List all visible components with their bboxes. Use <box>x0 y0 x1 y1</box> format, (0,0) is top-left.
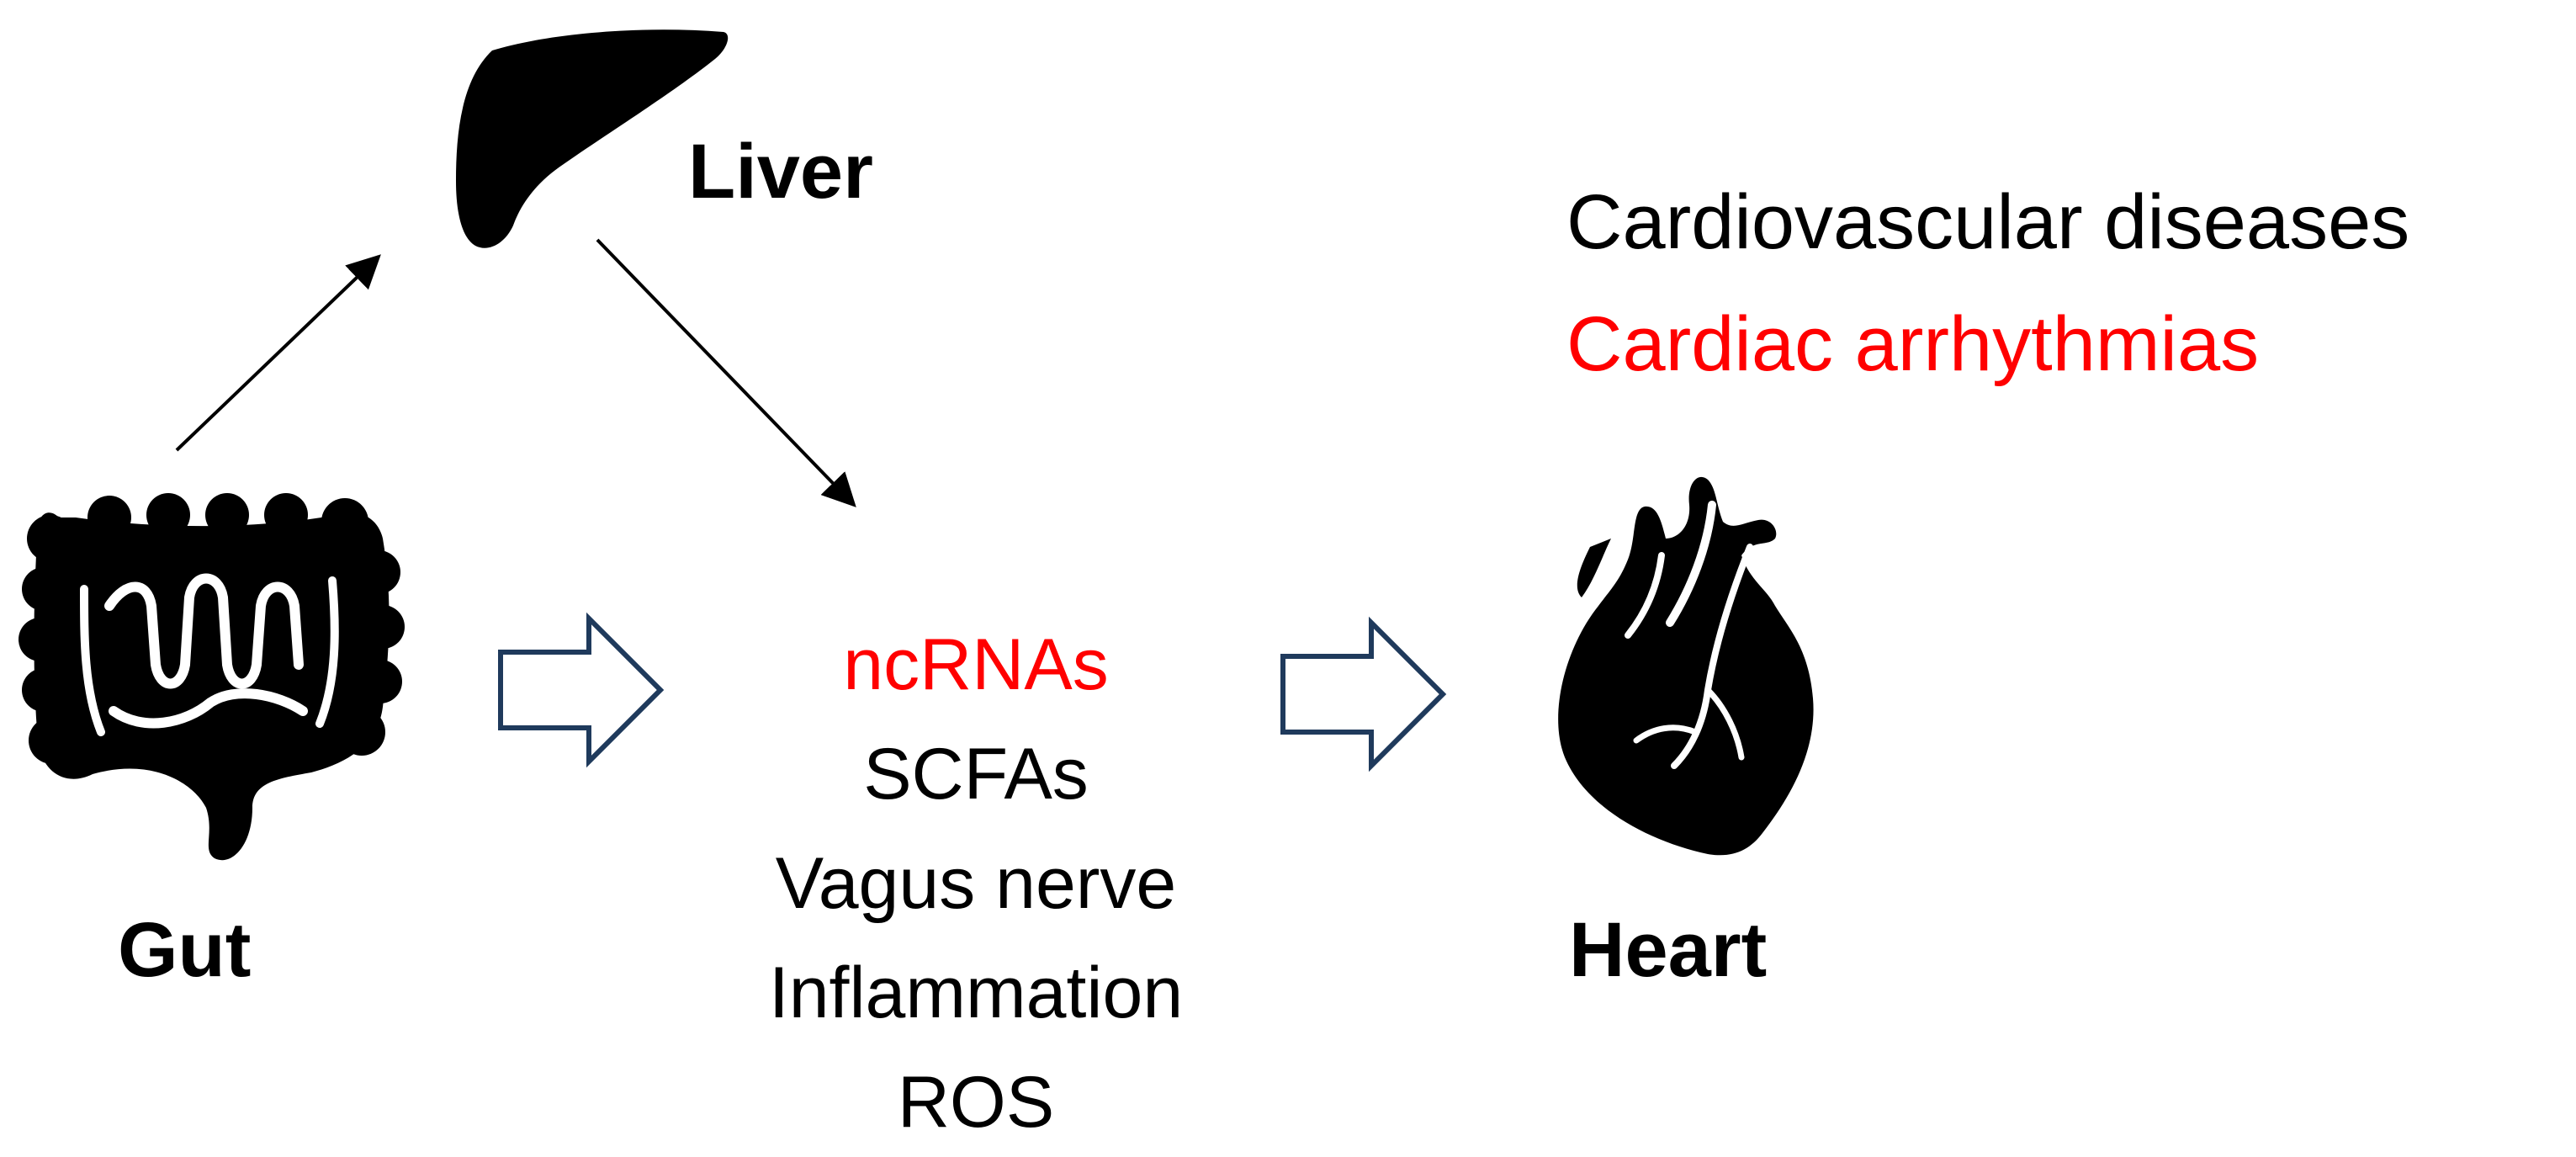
liver-icon <box>456 29 729 248</box>
outcome-cardiovascular-diseases: Cardiovascular diseases <box>1566 179 2410 265</box>
intestine-icon <box>19 493 405 861</box>
heart-label: Heart <box>1569 907 1768 993</box>
mediator-inflammation: Inflammation <box>768 953 1184 1033</box>
mediator-list: ncRNAs SCFAs Vagus nerve Inflammation RO… <box>606 610 1346 1157</box>
liver-to-mediators-arrow <box>596 238 856 507</box>
heart-icon <box>1558 476 1814 856</box>
gut-to-liver-arrow <box>175 254 381 452</box>
mediator-vagus-nerve: Vagus nerve <box>775 843 1177 924</box>
block-arrow-gut-to-mediators <box>498 612 665 768</box>
gut-label: Gut <box>118 907 252 993</box>
mediator-ros: ROS <box>897 1062 1055 1143</box>
outcome-cardiac-arrhythmias: Cardiac arrhythmias <box>1566 301 2260 387</box>
mediator-ncrnas: ncRNAs <box>843 624 1109 705</box>
block-arrow-mediators-to-heart <box>1280 616 1447 772</box>
mediator-scfas: SCFAs <box>863 734 1089 815</box>
liver-label: Liver <box>688 129 873 215</box>
